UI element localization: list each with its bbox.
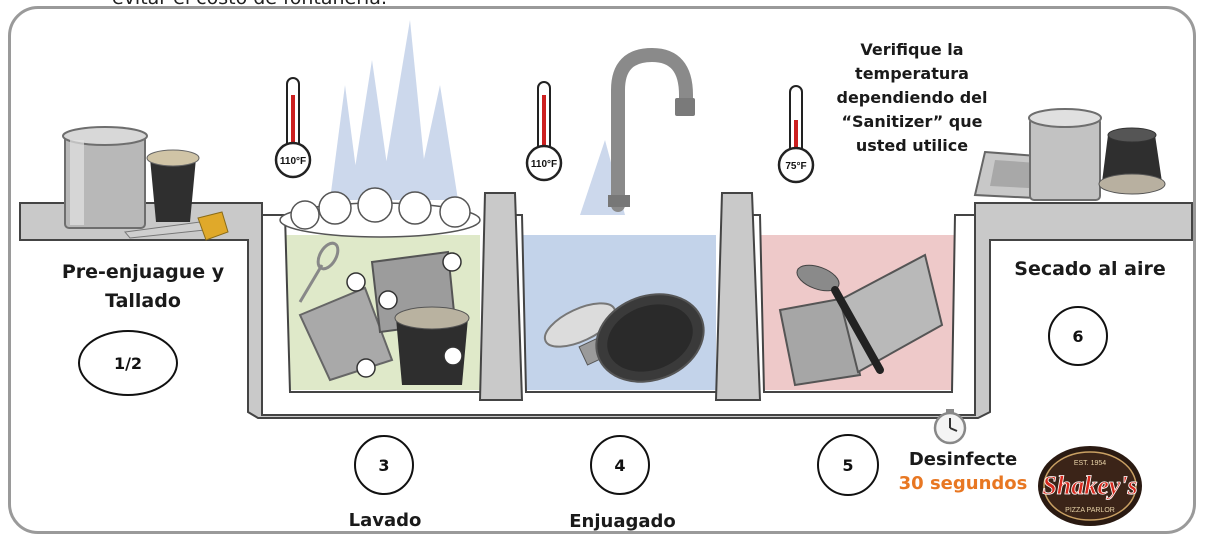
thermometer-reading-wash: 110°F bbox=[280, 156, 306, 167]
step-number-sanitize: 5 bbox=[817, 434, 879, 496]
whisk-icon bbox=[298, 241, 340, 303]
shakeys-logo: EST. 1954 Shakey's PIZZA PARLOR bbox=[1038, 446, 1142, 526]
note-line-4: “Sanitizer” que bbox=[841, 112, 983, 131]
note-line-1: Verifique la bbox=[860, 40, 964, 59]
sanitize-label: Desinfecte 30 segundos bbox=[888, 448, 1038, 496]
sanitize-time: 30 segundos bbox=[898, 473, 1028, 494]
svg-text:Shakey's: Shakey's bbox=[1042, 471, 1137, 500]
wash-pot-icon bbox=[298, 286, 394, 382]
pre-rinse-label: Pre-enjuague y Tallado bbox=[48, 258, 238, 316]
divider-1 bbox=[478, 192, 524, 401]
clock-icon bbox=[933, 409, 967, 445]
ladle-icon bbox=[796, 264, 884, 374]
note-line-5: usted utilice bbox=[855, 136, 969, 155]
note-line-2: temperatura bbox=[855, 64, 969, 83]
pre-rinse-label-line2: Tallado bbox=[105, 290, 181, 312]
drying-insert-pan-icon bbox=[1098, 127, 1166, 195]
thermometer-icon-rinse bbox=[525, 81, 563, 182]
svg-text:PIZZA PARLOR: PIZZA PARLOR bbox=[1065, 507, 1115, 514]
thermometer-reading-rinse: 110°F bbox=[531, 159, 557, 170]
insert-pan-icon bbox=[146, 149, 200, 222]
step-number-pre-rinse: 1/2 bbox=[78, 330, 178, 396]
sanitize-label-text: Desinfecte bbox=[908, 449, 1018, 470]
wash-insert-pan-icon bbox=[394, 306, 470, 385]
soap-foam-icon bbox=[279, 187, 481, 238]
sanitize-pan-icon bbox=[778, 296, 862, 387]
divider-2 bbox=[714, 192, 762, 401]
thermometer-icon-sanitize bbox=[777, 85, 815, 184]
faucet-icon bbox=[608, 47, 695, 212]
rinse-label: Enjuagado bbox=[569, 511, 676, 532]
wash-label: Lavado bbox=[348, 510, 422, 531]
temperature-note: Verifique la temperatura dependiendo del… bbox=[812, 38, 1012, 158]
steam-icon bbox=[330, 20, 625, 215]
air-dry-label: Secado al aire bbox=[1014, 258, 1166, 280]
diagram-frame bbox=[8, 6, 1196, 534]
step-number-wash: 3 bbox=[354, 435, 414, 495]
thermometer-icon-wash bbox=[274, 77, 312, 179]
round-pan-icon bbox=[595, 293, 705, 383]
svg-text:EST. 1954: EST. 1954 bbox=[1074, 460, 1106, 467]
scrub-brush-icon bbox=[124, 211, 229, 241]
step-number-rinse: 4 bbox=[590, 435, 650, 495]
pre-rinse-label-line1: Pre-enjuague y bbox=[61, 261, 225, 283]
stock-pot-icon bbox=[62, 126, 148, 229]
header-text: evitar el costo de fontanería. bbox=[112, 0, 387, 9]
drying-pot-icon bbox=[1028, 108, 1102, 201]
step-number-air-dry: 6 bbox=[1048, 306, 1108, 366]
note-line-3: dependiendo del bbox=[836, 88, 988, 107]
thermometer-reading-sanitize: 75°F bbox=[785, 161, 806, 172]
bubbles-icon bbox=[346, 252, 463, 378]
